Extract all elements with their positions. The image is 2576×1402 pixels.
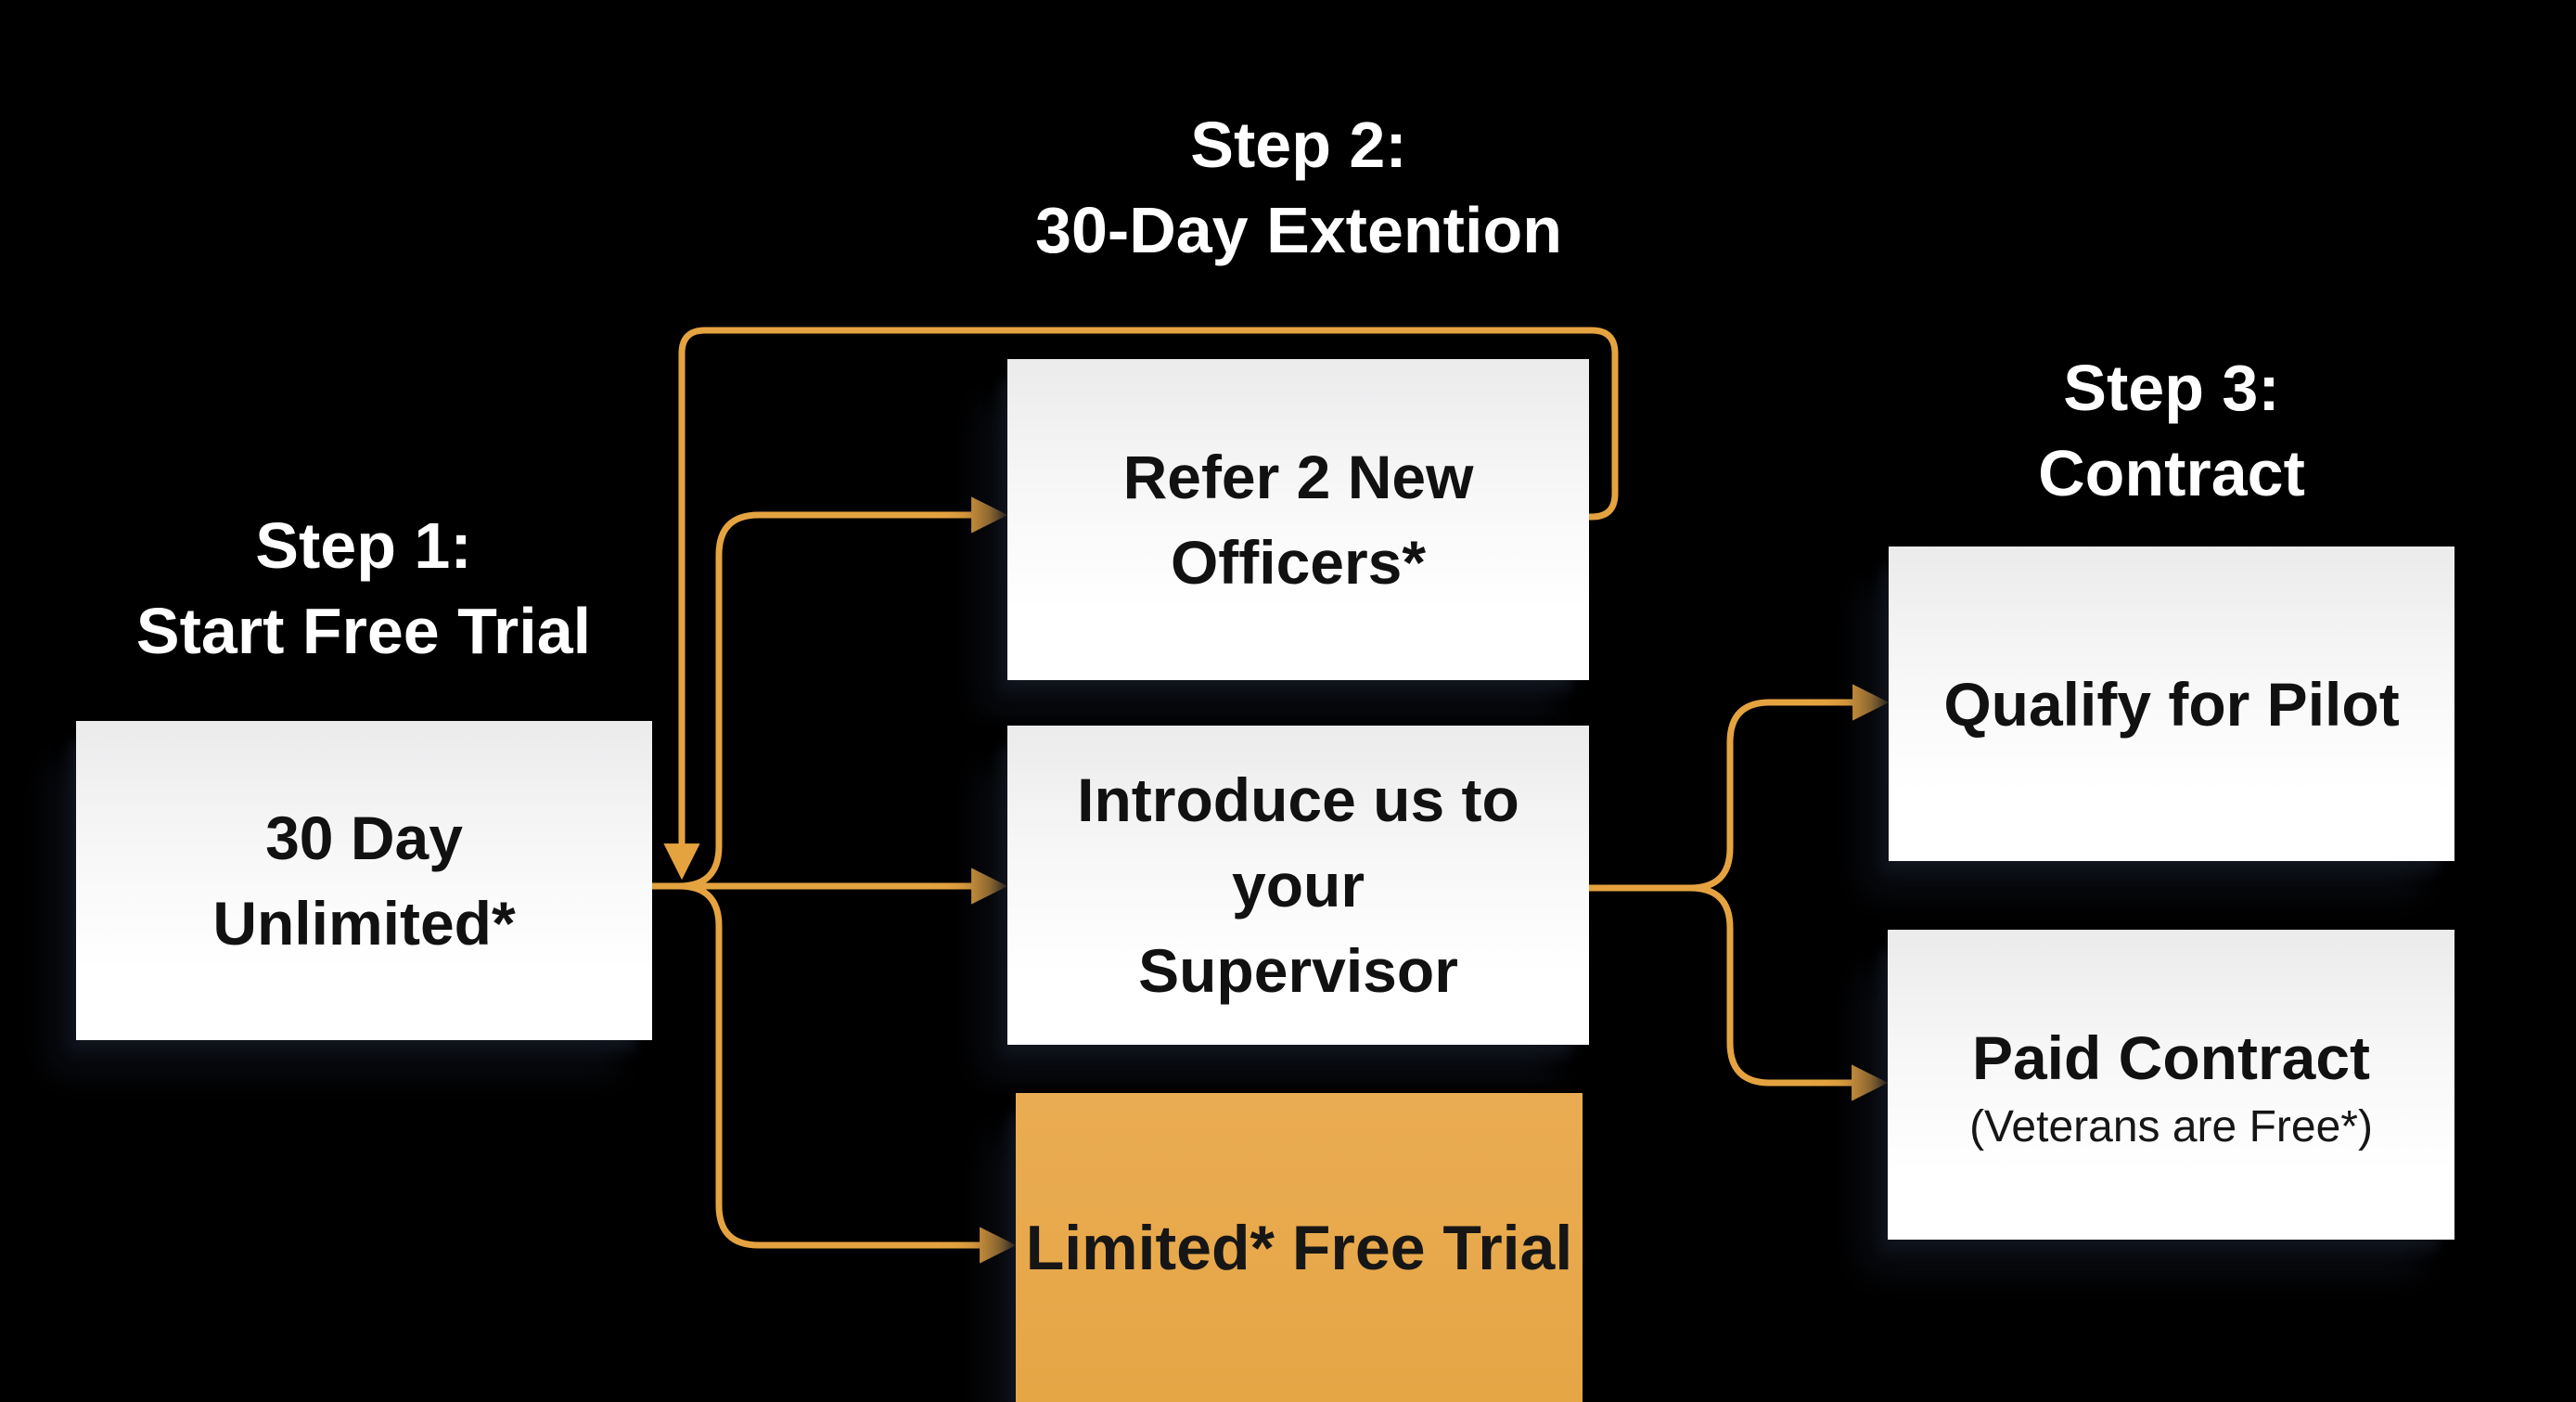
node-introduce-line1: Introduce us to your	[1077, 765, 1519, 920]
node-qualify-line1: Qualify for Pilot	[1943, 669, 2400, 739]
heading-step1-line2: Start Free Trial	[135, 595, 592, 667]
arrow-unlimited-to-refer	[652, 496, 1008, 890]
arrow-introduce-to-qualify	[1589, 684, 1890, 892]
node-30-day-unlimited-line2: Unlimited*	[212, 889, 516, 958]
arrow-introduce-to-paid	[1589, 884, 1889, 1101]
heading-step2-line2: 30-Day Extention	[1035, 194, 1562, 266]
heading-step3-line2: Contract	[2038, 437, 2305, 509]
node-refer-line2: Officers*	[1170, 528, 1427, 597]
node-refer-line1: Refer 2 New	[1122, 443, 1474, 511]
arrow-unlimited-to-limited	[652, 882, 1017, 1264]
heading-step1: Step 1: Start Free Trial	[39, 503, 688, 674]
heading-step3-line1: Step 3:	[2063, 352, 2280, 424]
node-limited-free-trial: Limited* Free Trial	[1016, 1093, 1583, 1402]
node-refer-2-new-officers: Refer 2 New Officers*	[1007, 359, 1589, 680]
node-paid-note: (Veterans are Free*)	[1969, 1102, 2373, 1151]
heading-step2: Step 2: 30-Day Extention	[974, 102, 1623, 273]
node-30-day-unlimited: 30 Day Unlimited*	[76, 721, 652, 1040]
node-30-day-unlimited-line1: 30 Day	[265, 804, 463, 872]
node-paid-contract: Paid Contract (Veterans are Free*)	[1888, 930, 2454, 1240]
node-limited-line1: Limited* Free Trial	[1025, 1213, 1573, 1283]
heading-step2-line1: Step 2:	[1190, 109, 1407, 181]
node-introduce-line2: Supervisor	[1138, 936, 1458, 1005]
node-introduce-supervisor: Introduce us to your Supervisor	[1007, 726, 1589, 1045]
node-qualify-for-pilot: Qualify for Pilot	[1889, 547, 2454, 861]
heading-step1-line1: Step 1:	[255, 509, 472, 582]
heading-step3: Step 3: Contract	[1847, 345, 2496, 516]
node-paid-line1: Paid Contract	[1971, 1023, 2371, 1092]
